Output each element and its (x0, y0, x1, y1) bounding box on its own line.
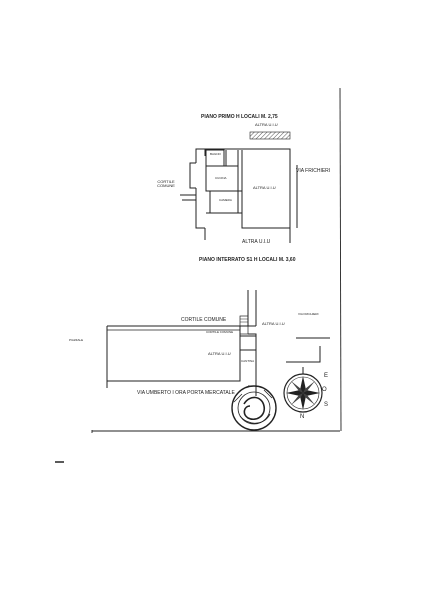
compass-rose (283, 367, 323, 413)
lower-floor-plan (106, 290, 330, 396)
compass-south-label: S (324, 402, 329, 408)
upper-label-altra-uiu-top: ALTRA U.I.U (255, 122, 278, 127)
notary-stamp (231, 385, 277, 431)
lower-label-cortile-small: CORTILE COMUNE (206, 330, 234, 334)
lower-label-cortile-comune: CORTILE COMUNE (181, 317, 227, 323)
upper-label-via-frichieri: VIA FRICHIERI (296, 168, 331, 174)
lower-label-via-umberto: VIA UMBERTO I ORA PORTA MERCATALE (137, 390, 235, 396)
upper-label-cucina: CUCINA (215, 176, 227, 180)
upper-label-bagno: BAGNO (210, 152, 221, 156)
lower-label-piazzale: PIAZZALE (69, 338, 84, 342)
lower-plan-title: PIANO INTERRATO S1 H LOCALI M. 3,60 (199, 257, 296, 263)
upper-top-hatch (249, 131, 291, 140)
compass-north-label: N (300, 414, 305, 420)
upper-label-camera: CAMERA (219, 198, 232, 202)
compass-east-label: E (324, 373, 329, 379)
lower-label-cantina: CANTINA (241, 359, 255, 363)
lower-label-altra-uiu-right: ALTRA U.I.U (262, 321, 285, 326)
upper-floor-plan (180, 131, 298, 243)
upper-label-cortile-comune: CORTILE COMUNE (157, 179, 175, 188)
lower-label-altra-uiu-center: ALTRA U.I.U (208, 351, 231, 356)
upper-label-altra-uiu-bottom: ALTRA U.I.U (242, 239, 271, 245)
lower-label-via-frichieri: VIA FRICHIERI (298, 312, 319, 316)
compass-west-label: O (322, 387, 327, 393)
upper-label-altra-uiu-right: ALTRA U.I.U (253, 185, 276, 190)
sheet-frame (91, 87, 342, 433)
upper-plan-title: PIANO PRIMO H LOCALI M. 2,75 (201, 114, 278, 120)
